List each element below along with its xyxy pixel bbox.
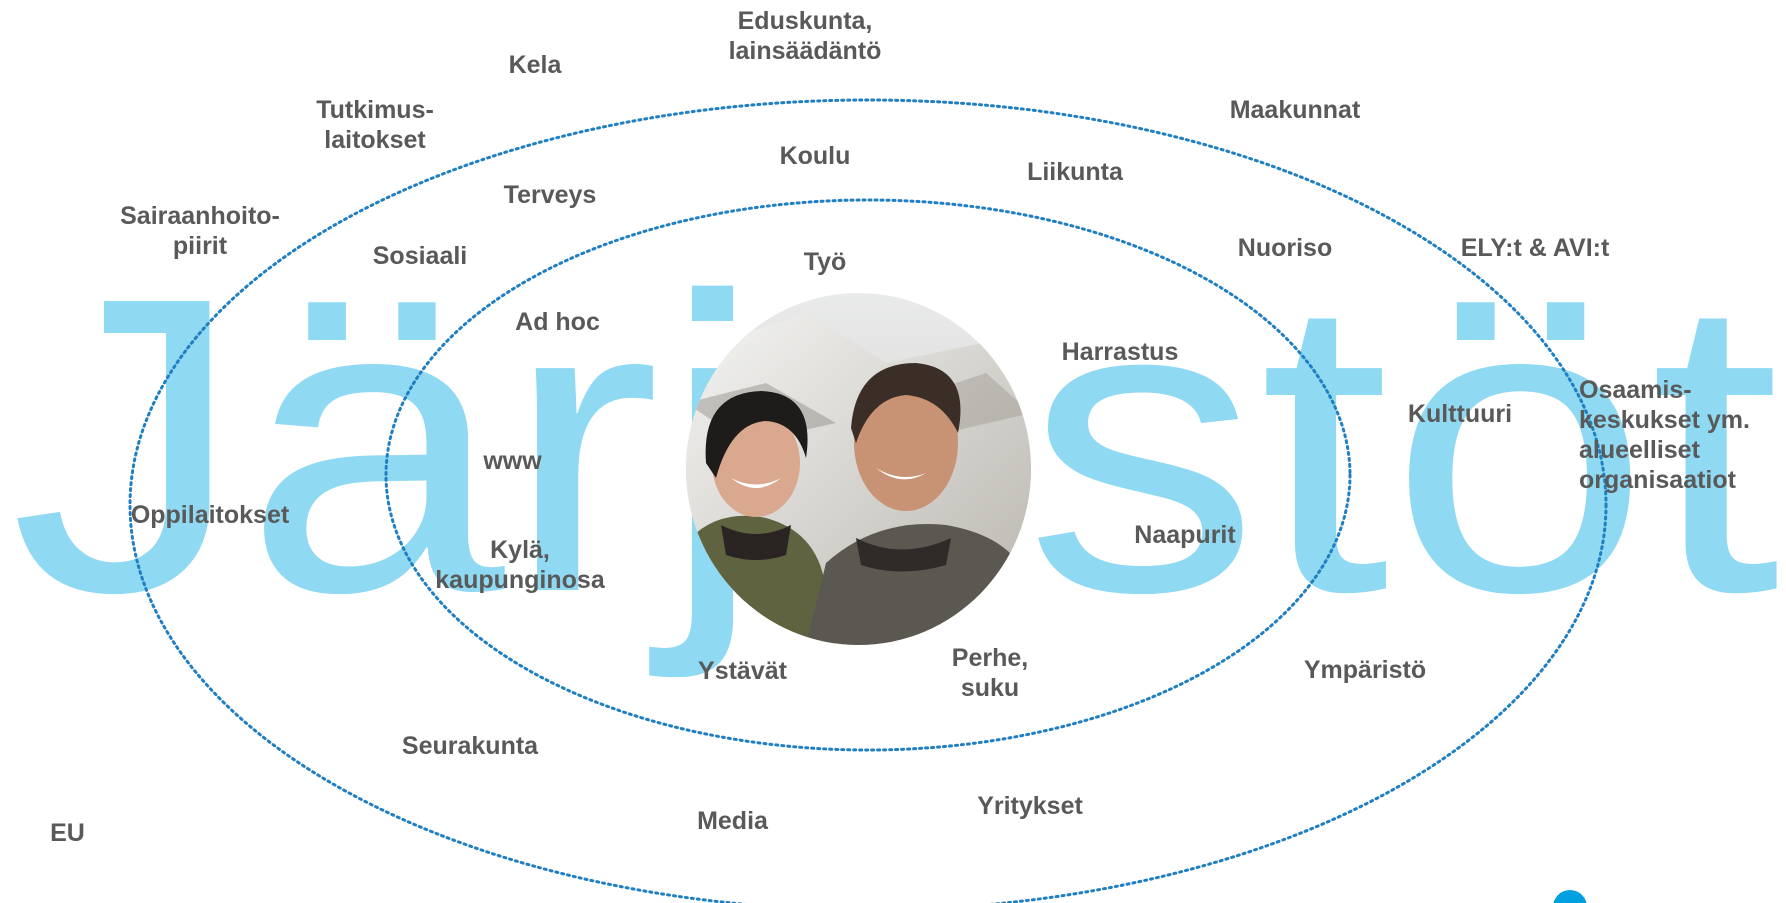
label-harrastus: Harrastus <box>1061 338 1179 366</box>
label-terveys: Terveys <box>503 181 597 209</box>
label-koulu: Koulu <box>779 142 851 170</box>
label-maakunnat: Maakunnat <box>1229 96 1361 124</box>
inner-ellipse <box>384 198 1352 752</box>
label-eu: EU <box>50 819 85 847</box>
label-ystavat: Ystävät <box>698 657 787 685</box>
outer-ellipse <box>128 98 1608 903</box>
label-ely: ELY:t & AVI:t <box>1460 234 1610 262</box>
label-liikunta: Liikunta <box>1027 158 1123 186</box>
couple-photo <box>686 293 1031 645</box>
label-perhe: Perhe,suku <box>951 644 1029 702</box>
label-nuoriso: Nuoriso <box>1237 234 1333 262</box>
label-tutkimuslaitokset: Tutkimus-laitokset <box>316 96 434 154</box>
label-www: www <box>483 447 542 475</box>
label-yritykset: Yritykset <box>977 792 1083 820</box>
corner-dot <box>1553 890 1587 903</box>
label-naapurit: Naapurit <box>1134 521 1236 549</box>
label-ymparisto: Ympäristö <box>1303 656 1427 684</box>
label-kyla: Kylä,kaupunginosa <box>435 536 605 594</box>
label-tyo: Työ <box>803 248 847 276</box>
label-kulttuuri: Kulttuuri <box>1407 400 1513 428</box>
label-seurakunta: Seurakunta <box>401 732 539 760</box>
label-media: Media <box>697 807 768 835</box>
label-sairaanhoitopiirit: Sairaanhoito-piirit <box>120 202 280 260</box>
label-eduskunta: Eduskunta,lainsäädäntö <box>728 7 882 65</box>
label-sosiaali: Sosiaali <box>372 242 468 270</box>
label-kela: Kela <box>508 51 562 79</box>
label-oppilaitokset: Oppilaitokset <box>130 501 290 529</box>
label-adhoc: Ad hoc <box>515 308 600 336</box>
